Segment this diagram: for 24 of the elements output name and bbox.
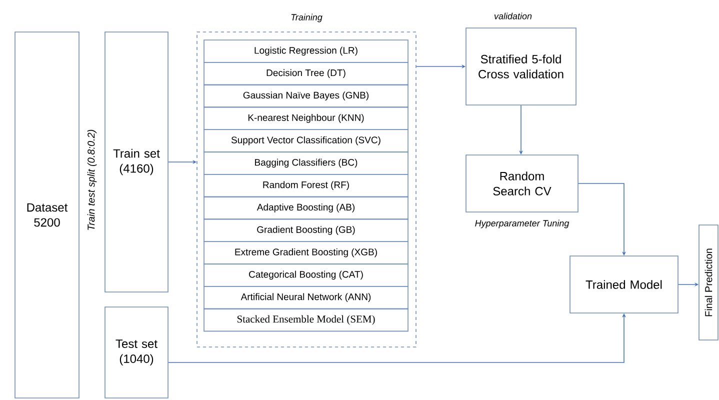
model-row: Gradient Boosting (GB) [204,218,408,242]
model-row: Categorical Boosting (CAT) [204,264,408,287]
model-row: Logistic Regression (LR) [204,40,408,63]
model-row: Adaptive Boosting (AB) [204,196,408,220]
process-box: Train set (4160) [104,32,168,292]
group-heading: Training [291,14,322,22]
model-row: Artificial Neural Network (ANN) [204,286,408,310]
process-box: Random Search CV [466,154,578,212]
model-row: Random Forest (RF) [204,174,408,198]
process-box: Test set (1040) [104,306,168,398]
process-box: Stratified 5-fold Cross validation [466,28,576,106]
model-row: Support Vector Classification (SVC) [204,129,408,152]
rotated-label: Train test split (0.8:0.2) [87,130,97,230]
box-caption: Hyperparameter Tuning [475,220,570,228]
model-row: Decision Tree (DT) [204,62,408,86]
process-box: Final Prediction [698,224,718,340]
model-row: Stacked Ensemble Model (SEM) [204,308,408,332]
box-heading: validation [494,12,532,20]
model-row: K-nearest Neighbour (KNN) [204,106,408,130]
model-row: Extreme Gradient Boosting (XGB) [204,241,408,264]
process-box: Trained Model [570,256,678,314]
process-box: Dataset 5200 [14,32,80,398]
model-row: Bagging Classifiers (BC) [204,152,408,175]
model-row: Gaussian Naïve Bayes (GNB) [204,84,408,108]
